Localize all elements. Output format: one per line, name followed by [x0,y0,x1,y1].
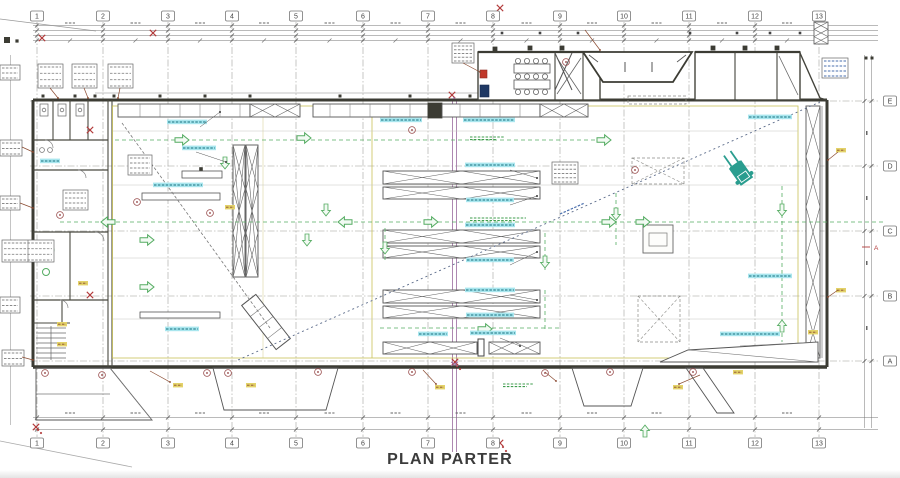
grid-bubble-top-11: 11 [682,10,696,22]
grid-bubble-top-6-label: 6 [361,14,365,21]
grid-bubble-top-3-label: 3 [166,14,170,21]
grid-bubble-bottom-11-label: 11 [685,441,692,448]
grid-bubble-bottom-9: 9 [553,437,567,449]
pallet-racks [382,170,541,357]
hall-interior [112,102,799,359]
grid-bubble-top-2-label: 2 [101,14,105,21]
grid-bubble-row-3: B [883,290,897,302]
red-marks [32,4,870,457]
grid-bubble-row-0-label: E [888,99,893,106]
forklift-icon [723,150,754,186]
grid-bubble-bottom-1: 1 [30,437,44,449]
left-annex-rooms [33,100,108,360]
grid-bubble-top-6: 6 [356,10,370,22]
grid-bubble-top-5: 5 [289,10,303,22]
grid-bubble-bottom-11: 11 [682,437,696,449]
section-marker-a: A [874,245,879,252]
grid-bubble-row-1-label: D [887,164,892,171]
grid-bubble-bottom-10: 10 [617,437,631,449]
green-texts [470,136,533,388]
top-annexes [477,21,829,105]
grid-bubble-row-4: A [883,355,897,367]
right-rack-column [805,105,823,359]
yellow-labels [57,148,846,390]
grid-bubble-row-2: C [883,225,897,237]
grid-bubble-bottom-7-label: 7 [426,441,430,448]
grid-bubble-row-4-label: A [888,359,893,366]
grid-bubble-top-7-label: 7 [426,14,430,21]
grid-bubble-bottom-3: 3 [161,437,175,449]
grid-bubble-bottom-5-label: 5 [294,441,298,448]
annotation-boxes [0,42,849,367]
flow-lines [60,139,886,342]
grid-bubble-bottom-2-label: 2 [101,441,105,448]
grid-bubble-bottom-5: 5 [289,437,303,449]
interior-misc [121,101,821,361]
flow-arrows [100,131,788,438]
grid-bubble-bottom-6-label: 6 [361,441,365,448]
grid-bubble-bottom-8-label: 8 [491,441,495,448]
grid-bubble-bottom-13: 13 [812,437,826,449]
grid-bubble-top-7: 7 [421,10,435,22]
loading-docks [35,126,819,421]
grid-bubble-bottom-3-label: 3 [166,441,170,448]
plan-title: PLAN PARTER [387,451,513,468]
grid-bubble-top-10-label: 10 [620,14,628,21]
grid-bubble-top-2: 2 [96,10,110,22]
grid-bubble-row-3-label: B [888,294,893,301]
grid-bubble-top-5-label: 5 [294,14,298,21]
grid-bubble-top-12: 12 [748,10,762,22]
grid-bubble-top-8: 8 [486,10,500,22]
page-edge-shadow [0,470,900,478]
grid-bubble-top-12-label: 12 [751,14,759,21]
grid-bubble-top-13: 13 [812,10,826,22]
grid-bubble-bottom-1-label: 1 [35,441,39,448]
grid-bubble-top-1-label: 1 [35,14,39,21]
grid-bubble-top-3: 3 [161,10,175,22]
grid-bubble-top-10: 10 [617,10,631,22]
grid-bubble-bottom-6: 6 [356,437,370,449]
grid-bubble-top-9: 9 [553,10,567,22]
grid-bubble-top-13-label: 13 [815,14,823,21]
leader-lines [19,29,839,385]
grid-bubble-row-0: E [883,95,897,107]
grid-bubble-bottom-7: 7 [421,437,435,449]
grid-bubble-bottom-4: 4 [225,437,239,449]
grid-bubble-row-2-label: C [887,229,892,236]
grid-bubble-bottom-8: 8 [486,437,500,449]
grid-bubble-top-9-label: 9 [558,14,562,21]
grid-bubble-top-4: 4 [225,10,239,22]
grid-bubble-top-1: 1 [30,10,44,22]
grid-bubble-top-11-label: 11 [685,14,692,21]
grid-bubble-bottom-9-label: 9 [558,441,562,448]
cyan-labels [40,111,792,347]
grid-bubble-bottom-13-label: 13 [815,441,823,448]
grid-bubble-bottom-4-label: 4 [230,441,234,448]
grid-bubble-row-1: D [883,160,897,172]
dimension-lines [0,18,878,468]
grid-bubble-bottom-12: 12 [748,437,762,449]
grid-bubble-bottom-12-label: 12 [751,441,759,448]
grid-bubble-bottom-10-label: 10 [620,441,628,448]
grid-bubble-bottom-2: 2 [96,437,110,449]
grid-bubble-top-8-label: 8 [491,14,495,21]
grid-bubble-top-4-label: 4 [230,14,234,21]
